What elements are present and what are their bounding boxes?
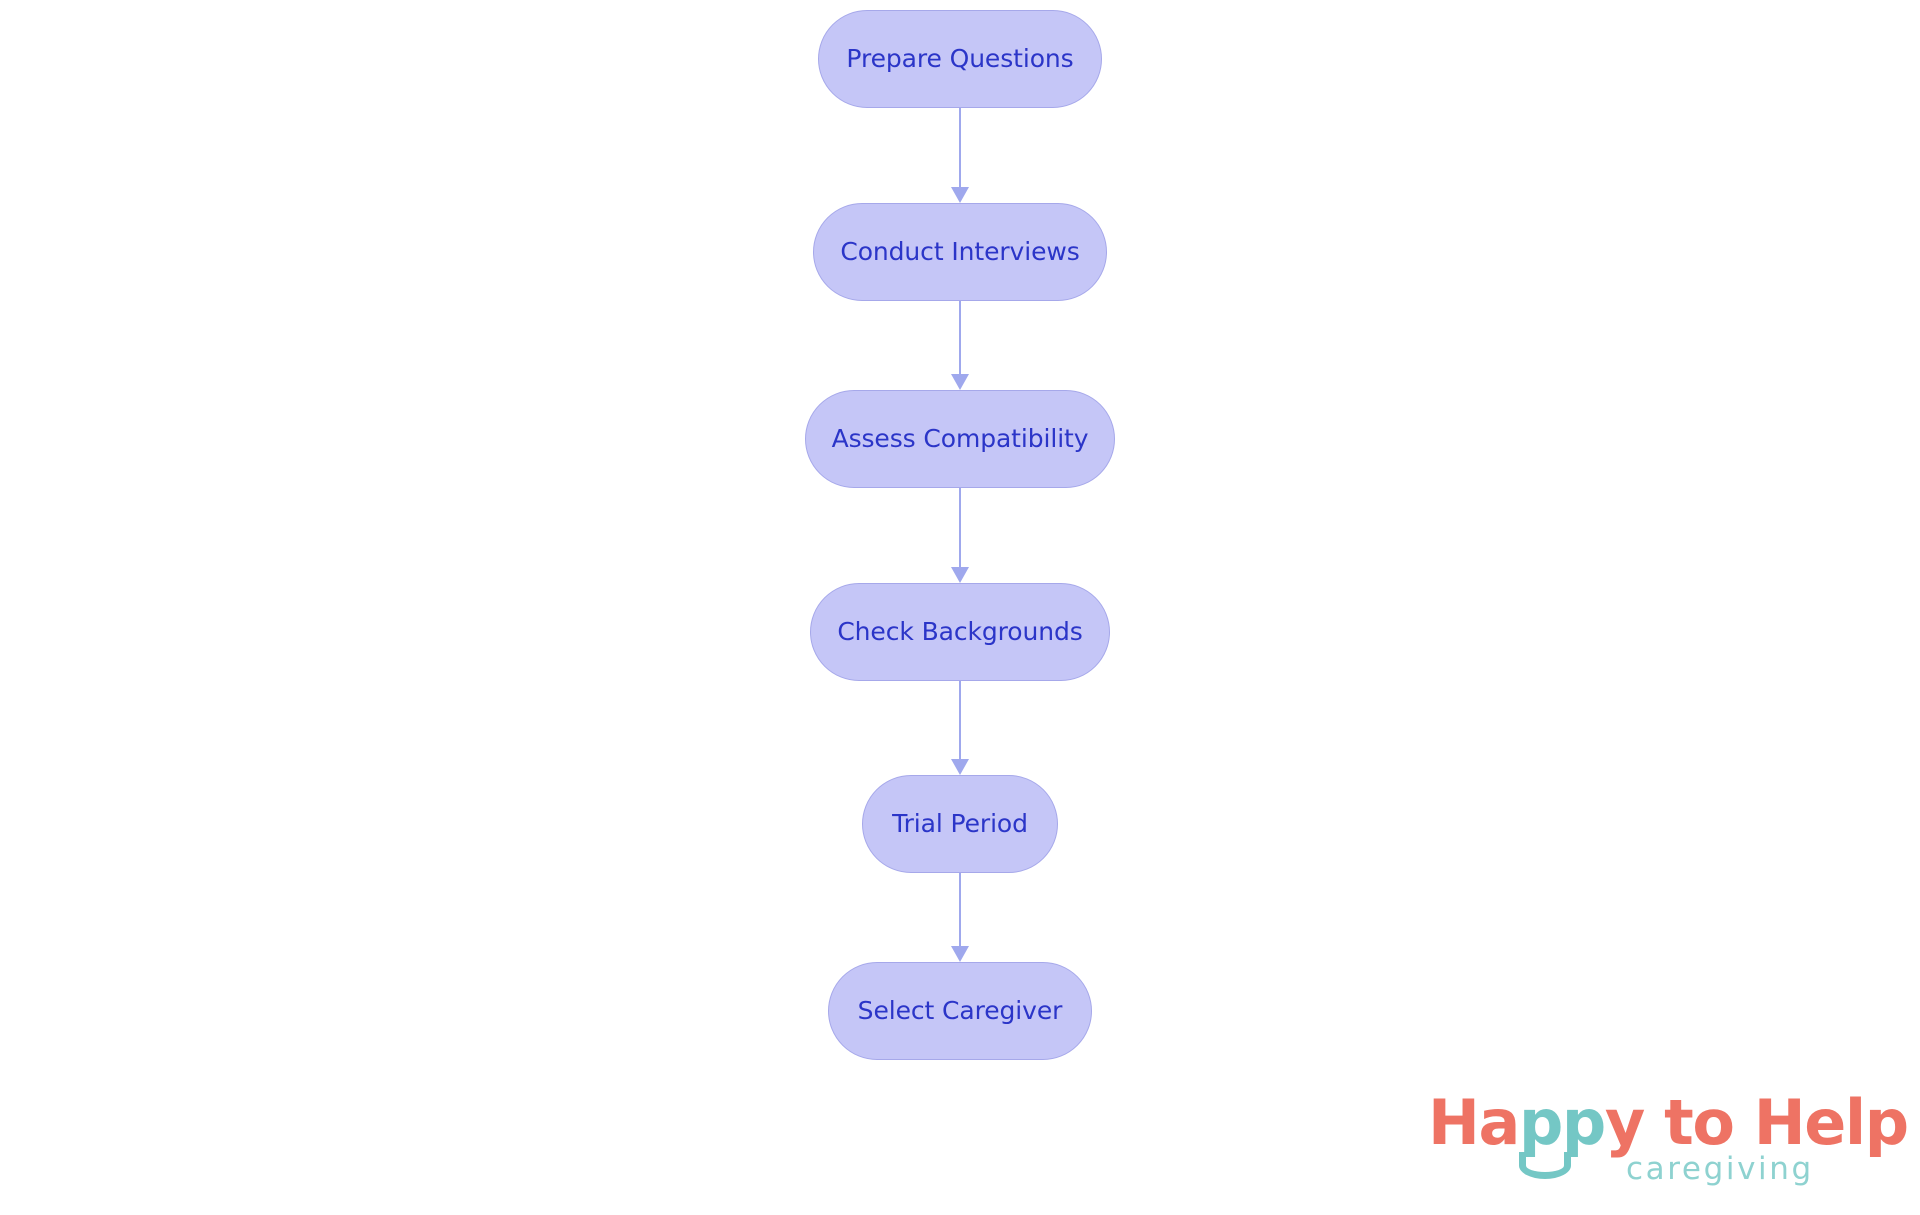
brand-wordmark-part-1: Ha (1428, 1086, 1520, 1159)
flow-node-trial-period[interactable]: Trial Period (862, 775, 1058, 873)
flow-node-label: Select Caregiver (857, 995, 1063, 1025)
flow-node-select-caregiver[interactable]: Select Caregiver (828, 962, 1092, 1060)
brand-wordmark: Happy to Help (1428, 1092, 1909, 1154)
brand-logo: Happy to Help caregiving (1428, 1092, 1909, 1202)
arrow-head-icon (951, 187, 969, 203)
arrow-line (958, 108, 962, 187)
flow-node-conduct-interviews[interactable]: Conduct Interviews (813, 203, 1107, 301)
flow-node-label: Conduct Interviews (840, 236, 1080, 266)
arrow-line (958, 873, 962, 946)
arrow-line (958, 681, 962, 759)
arrow-head-icon (951, 759, 969, 775)
brand-wordmark-part-2: pp (1518, 1086, 1606, 1159)
arrow-head-icon (951, 374, 969, 390)
arrow-line (958, 488, 962, 567)
flow-node-check-backgrounds[interactable]: Check Backgrounds (810, 583, 1110, 681)
flow-node-assess-compatibility[interactable]: Assess Compatibility (805, 390, 1115, 488)
flow-node-label: Check Backgrounds (837, 616, 1083, 646)
arrow-head-icon (951, 567, 969, 583)
brand-tagline: caregiving (1626, 1151, 1814, 1187)
smile-arc-icon (1519, 1152, 1571, 1179)
flow-node-label: Trial Period (892, 808, 1028, 838)
brand-wordmark-part-3: y to Help (1604, 1086, 1909, 1159)
flow-node-prepare-questions[interactable]: Prepare Questions (818, 10, 1102, 108)
arrow-head-icon (951, 946, 969, 962)
flow-node-label: Prepare Questions (846, 43, 1074, 73)
flow-node-label: Assess Compatibility (831, 423, 1089, 453)
arrow-line (958, 301, 962, 374)
